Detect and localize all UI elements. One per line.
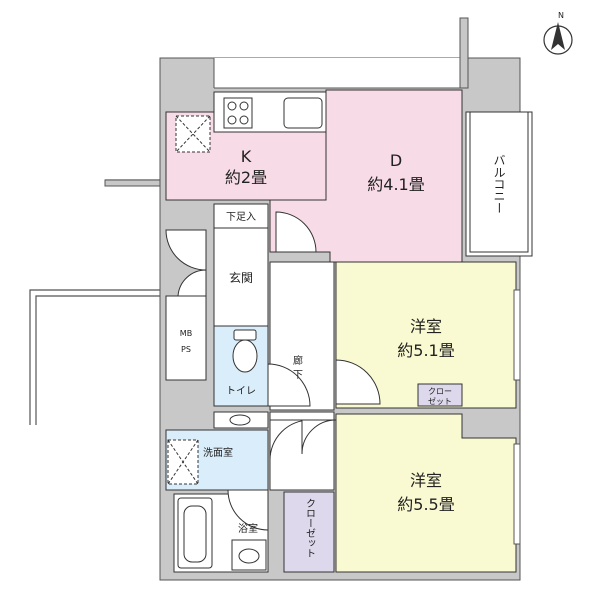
bath-sink-icon	[231, 539, 267, 571]
compass-north-label: N	[558, 11, 564, 20]
room1-door-icon	[335, 359, 381, 405]
western-room-2-area	[335, 413, 517, 573]
kitchen-size: 約2畳	[225, 168, 267, 187]
toilet-name: トイレ	[226, 386, 256, 397]
stove-icon	[223, 97, 253, 129]
door-swings	[165, 211, 381, 531]
meter-box-line1: MB	[180, 329, 192, 338]
wall-column-top	[459, 17, 469, 89]
entrance-door2-icon	[177, 269, 207, 297]
washroom-name: 洗面室	[203, 446, 233, 459]
fridge-icon	[175, 115, 211, 153]
washing-machine-icon	[167, 439, 199, 485]
kitchen-name: K	[241, 147, 252, 166]
bath-door-icon	[227, 489, 269, 531]
closet-small-line2: ゼット	[428, 396, 452, 406]
toilet-icon	[232, 329, 258, 373]
western-room-1-size: 約5.1畳	[397, 341, 454, 360]
balcony-name: バルコニー	[492, 154, 506, 214]
western-room-2-name: 洋室	[410, 471, 442, 490]
entrance-area	[213, 227, 269, 327]
toilet-door-icon	[267, 363, 311, 407]
meter-box-line2: PS	[181, 345, 191, 354]
windows	[513, 289, 521, 545]
room-fills	[165, 89, 533, 573]
compass-icon: N	[543, 11, 573, 55]
sink-icon	[283, 97, 323, 129]
western-room-1-name: 洋室	[410, 317, 442, 336]
meter-box-area	[165, 295, 207, 381]
wash-basin-icon	[213, 411, 269, 429]
dining-area	[269, 89, 463, 263]
entrance-name: 玄関	[229, 270, 253, 285]
bathtub-icon	[177, 497, 213, 569]
dining-name: D	[390, 151, 402, 170]
western-room-2-size: 約5.5畳	[397, 495, 454, 514]
closet-tall-area	[283, 491, 335, 573]
wall-notch-top	[214, 58, 460, 88]
room2-door-icon	[301, 419, 337, 455]
balcony-inner	[469, 111, 529, 253]
dining-door-icon	[275, 211, 317, 253]
dining-size: 約4.1畳	[367, 175, 424, 194]
bathroom-name: 浴室	[238, 522, 258, 535]
corridor-line1: 廊	[293, 354, 303, 367]
shoe-storage-name: 下足入	[226, 211, 256, 223]
closet-small-line1: クロー	[428, 387, 452, 396]
corridor-line2: 下	[293, 370, 303, 381]
closet-small-area	[417, 383, 463, 407]
closet-tall-name: クローゼット	[304, 498, 316, 558]
washroom-door-icon	[269, 419, 311, 461]
exterior-railing	[29, 289, 168, 425]
exterior-wall-stub	[104, 179, 169, 187]
